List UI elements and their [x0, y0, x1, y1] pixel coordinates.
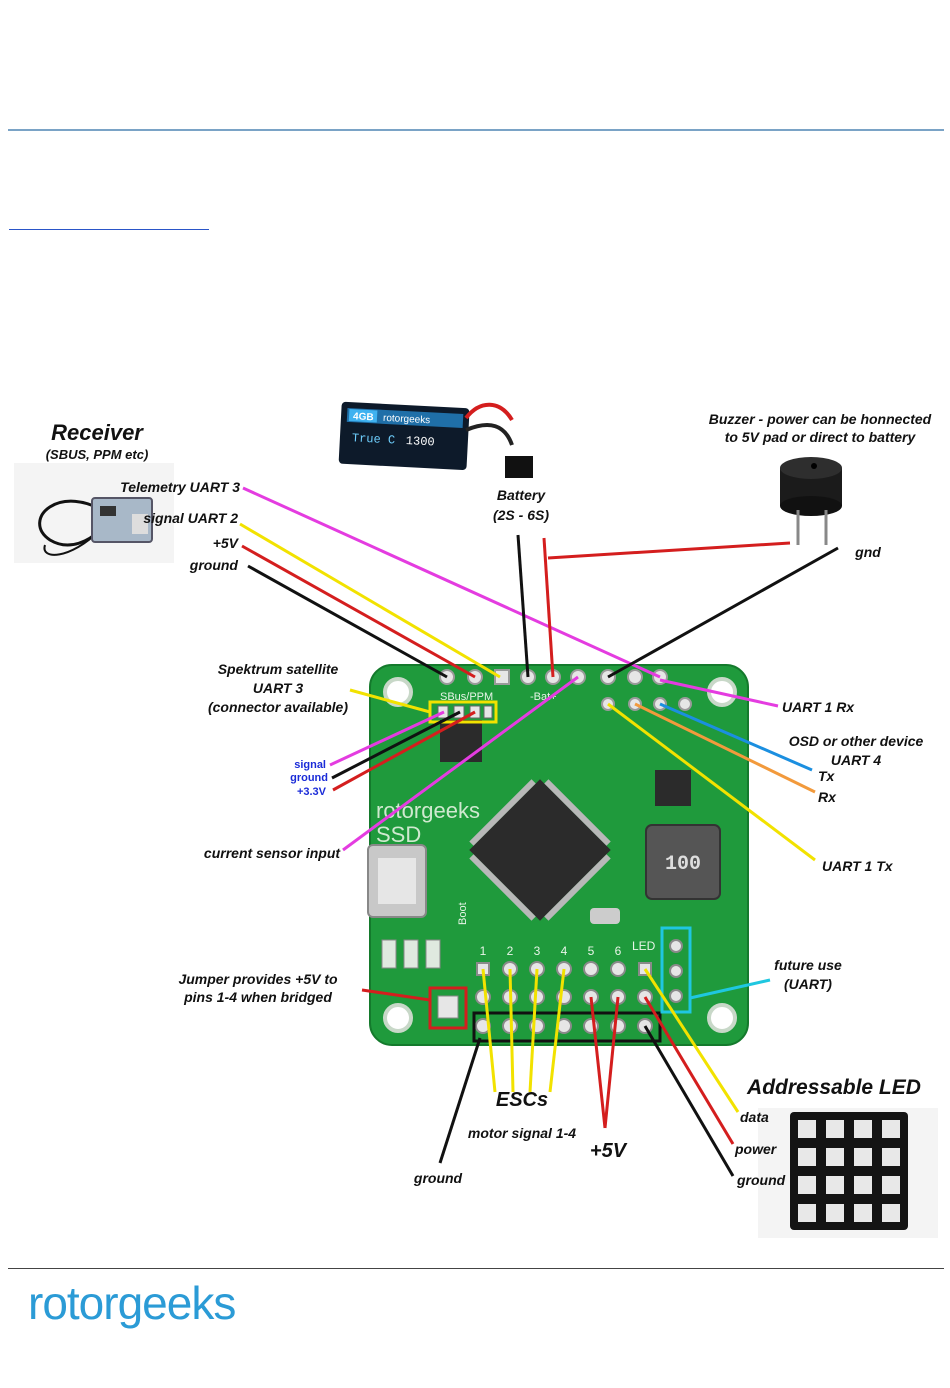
- addressable-led-title: Addressable LED: [746, 1076, 921, 1099]
- battery-image: 4GB rotorgeeks True C 1300: [338, 401, 533, 478]
- pin-number: 5: [588, 944, 595, 958]
- label-led-data: data: [740, 1109, 769, 1125]
- label-led-ground: ground: [736, 1172, 786, 1188]
- label-escs: ESCs: [496, 1089, 548, 1111]
- silk-bat: -Bat+: [530, 691, 557, 703]
- label-future-line1: future use: [774, 957, 842, 973]
- label-osd-line2: UART 4: [831, 752, 882, 768]
- ground-rail-highlight: [472, 1011, 662, 1043]
- document-link-underline[interactable]: [9, 229, 209, 230]
- board-brand: rotorgeeks: [376, 798, 480, 823]
- silk-boot: Boot: [457, 902, 469, 925]
- mount-hole-icon: [383, 1003, 413, 1033]
- addressable-led-image: [758, 1108, 938, 1238]
- footer-brand-logo: rotorgeeks: [28, 1277, 236, 1329]
- label-signal-uart2: signal UART 2: [143, 510, 238, 526]
- footer-divider: [8, 1268, 944, 1269]
- status-led-icon: [381, 939, 397, 969]
- receiver-subtitle: (SBUS, PPM etc): [46, 447, 149, 462]
- inductor: [645, 824, 721, 900]
- jumper-pads: [437, 995, 459, 1019]
- battery-label-line1: Battery: [497, 487, 546, 503]
- label-spektrum-line1: Spektrum satellite: [218, 661, 339, 677]
- silk-sbus: SBus/PPM: [440, 691, 493, 703]
- pin-number: 1: [480, 944, 487, 958]
- label-sat-ground: ground: [290, 772, 328, 784]
- pin-number: 3: [534, 944, 541, 958]
- pin-number: 4: [561, 944, 568, 958]
- label-motor-signal: motor signal 1-4: [468, 1125, 576, 1141]
- label-osd-line1: OSD or other device: [789, 733, 924, 749]
- battery-pack-maker: rotorgeeks: [383, 413, 431, 426]
- silk-led: LED: [632, 939, 656, 953]
- label-rx: Rx: [818, 789, 837, 805]
- header-divider: [8, 129, 944, 131]
- status-led-icon: [403, 939, 419, 969]
- pin-number: 2: [507, 944, 514, 958]
- label-future-line2: (UART): [784, 976, 832, 992]
- battery-pack-brand: 4GB: [353, 411, 374, 423]
- label-sat-signal: signal: [294, 759, 326, 771]
- status-led-icon: [425, 939, 441, 969]
- usb-port-inner: [378, 858, 416, 904]
- label-jumper-line2: pins 1-4 when bridged: [183, 989, 332, 1005]
- receiver-image: [14, 463, 174, 563]
- receiver-title: Receiver: [51, 420, 144, 445]
- battery-pack-text: True C: [352, 431, 396, 447]
- label-sat-3v3: +3.3V: [297, 786, 327, 798]
- label-esc-plus5v: +5V: [590, 1140, 628, 1162]
- buzzer-icon: [780, 457, 842, 545]
- mcu-chip: [469, 779, 611, 921]
- uart-chip: [655, 770, 691, 806]
- label-telemetry-uart3: Telemetry UART 3: [120, 479, 240, 495]
- pin-number: 6: [615, 944, 622, 958]
- label-led-power: power: [734, 1141, 778, 1157]
- jumper-highlight: [428, 986, 468, 1030]
- buzzer-gnd-label: gnd: [854, 544, 881, 560]
- label-uart1-tx: UART 1 Tx: [822, 858, 894, 874]
- buzzer-label-line1: Buzzer - power can be honnected: [709, 411, 932, 427]
- label-jumper-line1: Jumper provides +5V to: [178, 971, 338, 987]
- label-spektrum-line3: (connector available): [208, 699, 348, 715]
- buzzer-label-line2: to 5V pad or direct to battery: [725, 429, 917, 445]
- battery-label-line2: (2S - 6S): [493, 507, 549, 523]
- future-uart-highlight: [660, 926, 692, 1014]
- label-current-sensor: current sensor input: [204, 845, 341, 861]
- battery-pack-capacity: 1300: [405, 434, 435, 449]
- label-plus5v: +5V: [213, 535, 240, 551]
- inductor-label: 100: [665, 853, 701, 876]
- board-model: SSD: [376, 822, 421, 847]
- label-tx: Tx: [818, 768, 836, 784]
- label-ground: ground: [189, 557, 239, 573]
- label-esc-ground: ground: [413, 1170, 463, 1186]
- wires: [239, 486, 839, 1177]
- mount-hole-icon: [383, 677, 413, 707]
- label-spektrum-line2: UART 3: [253, 680, 304, 696]
- label-uart1-rx: UART 1 Rx: [782, 699, 855, 715]
- mount-hole-icon: [707, 1003, 737, 1033]
- crystal: [590, 908, 620, 924]
